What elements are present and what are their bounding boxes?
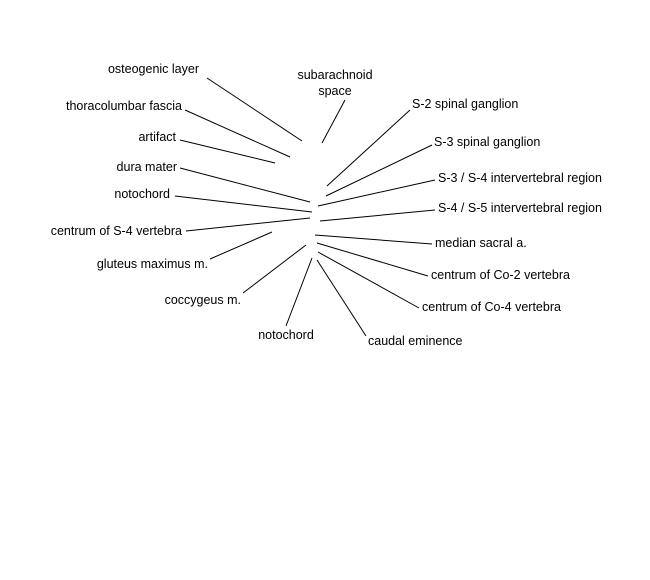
leader-s2-ganglion [326,109,411,187]
label-osteogenic-layer: osteogenic layer [108,62,199,76]
leader-osteogenic-layer [206,77,303,142]
label-notochord-upper: notochord [114,187,170,201]
label-thoracolumbar-fascia: thoracolumbar fascia [66,99,182,113]
label-s4-s5-region: S-4 / S-5 intervertebral region [438,201,602,215]
leader-thoracolumbar-fascia [184,109,291,158]
label-artifact: artifact [138,130,176,144]
leader-notochord-lower [285,257,313,327]
leader-gluteus-maximus [209,231,273,260]
leader-centrum-s4 [185,217,311,232]
leader-centrum-co2 [316,242,429,277]
leader-dura-mater [179,167,311,203]
label-dura-mater: dura mater [117,160,177,174]
leader-s3-ganglion [325,144,433,197]
label-centrum-s4: centrum of S-4 vertebra [51,224,182,238]
label-gluteus-maximus: gluteus maximus m. [97,257,208,271]
label-centrum-co2: centrum of Co-2 vertebra [431,268,570,282]
label-subarachnoid-line1: subarachnoid [297,68,372,82]
leader-caudal-eminence [316,259,367,337]
leader-centrum-co4 [317,251,420,309]
label-s2-ganglion: S-2 spinal ganglion [412,97,518,111]
leader-s4-s5-region [319,209,436,222]
leader-subarachnoid-space [321,99,346,144]
label-notochord-lower: notochord [258,328,314,342]
label-coccygeus: coccygeus m. [165,293,241,307]
leader-coccygeus [242,244,307,294]
label-subarachnoid-line2: space [318,84,351,98]
leader-s3-s4-region [317,179,436,207]
leader-notochord-upper [174,195,313,213]
label-centrum-co4: centrum of Co-4 vertebra [422,300,561,314]
leader-median-sacral [314,234,433,245]
label-s3-ganglion: S-3 spinal ganglion [434,135,540,149]
label-median-sacral: median sacral a. [435,236,527,250]
label-caudal-eminence: caudal eminence [368,334,463,348]
leader-artifact [179,139,276,164]
label-s3-s4-region: S-3 / S-4 intervertebral region [438,171,602,185]
